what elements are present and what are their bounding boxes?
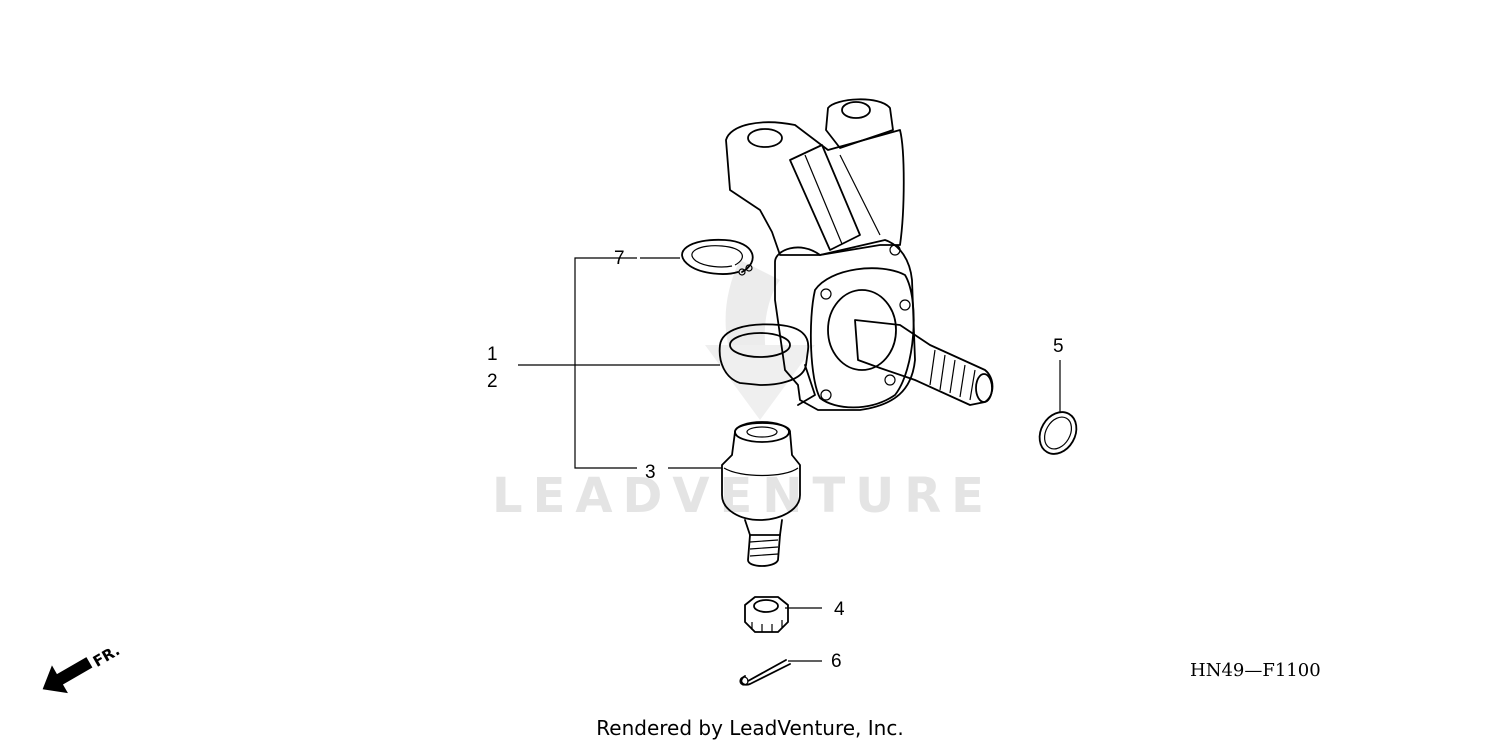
footer-credit: Rendered by LeadVenture, Inc. [596,716,904,740]
ball-joint[interactable] [721,421,801,567]
steering-knuckle[interactable] [718,98,994,411]
callout-2: 2 [487,371,498,392]
front-direction-arrow: FR. [42,641,123,694]
castle-nut[interactable] [744,596,789,633]
watermark-text: LEADVENTURE [492,468,994,524]
front-direction-label: FR. [90,641,123,670]
callout-5: 5 [1053,336,1064,357]
callout-6: 6 [831,651,842,672]
watermark: LEADVENTURE [492,260,994,524]
callout-7: 7 [614,248,625,269]
callout-3: 3 [645,462,656,483]
drawing-code: HN49—F1100 [1190,660,1321,681]
leader-lines [518,257,1061,662]
o-ring[interactable] [1032,405,1083,460]
callout-1: 1 [487,344,498,365]
circlip[interactable] [681,238,754,276]
cotter-pin[interactable] [739,659,791,686]
callout-4: 4 [834,599,845,620]
